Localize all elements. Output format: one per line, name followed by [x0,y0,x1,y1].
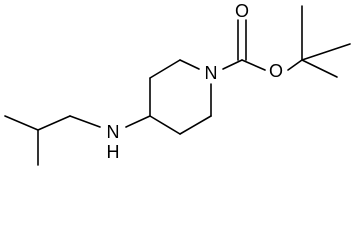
bond-branch-ch2 [37,115,71,131]
bond-tbutyl-methyl-right [301,43,351,61]
bond-ester-o-tbutyl [287,59,303,71]
tert-butyl-group [301,5,351,78]
bond-tbutyl-methyl-down [301,59,338,78]
ester-oxygen-label: O [269,61,283,81]
amine-nh-label: N H [107,122,120,162]
bond-n1-carbonyl [222,59,243,70]
bond-carbonyl-ester-o [241,59,266,71]
isobutyl-group [4,115,101,166]
ring-bond-c3-c2 [149,59,181,79]
bond-methyl-branch-top [4,115,39,131]
carbonyl-oxygen-label: O [235,1,249,21]
piperidine-ring [149,59,212,135]
boc-carbamate-group [222,19,303,71]
bond-ch2-nh [69,115,101,128]
ring-bond-c5-c4 [149,115,181,135]
bond-nh-ring [125,115,151,128]
amine-nitrogen-label: N [107,122,120,142]
amine-hydrogen-label: H [107,142,120,162]
ring-bond-c6-c5 [179,115,212,135]
ring-bond-c2-n1 [179,59,200,70]
skeletal-formula: N H N O O [4,1,351,166]
ring-nitrogen-label: N [205,63,218,83]
